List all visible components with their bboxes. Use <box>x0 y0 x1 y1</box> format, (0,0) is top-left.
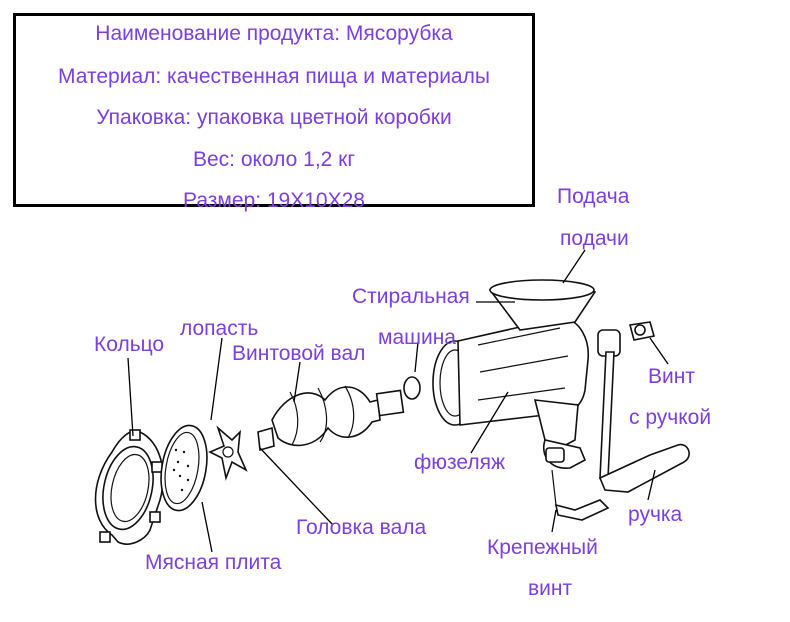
blade-part <box>208 425 248 481</box>
label-fuselage: фюзеляж <box>414 451 506 474</box>
label-washer-line2: машина <box>378 326 456 349</box>
clamp-screw-part <box>545 447 610 521</box>
label-handle: ручка <box>628 503 683 526</box>
meat-plate-part <box>160 424 208 512</box>
product-name-text: Наименование продукта: Мясорубка <box>95 22 453 45</box>
packaging-text: Упаковка: упаковка цветной коробки <box>96 106 452 129</box>
label-clamp-screw-line2: винт <box>528 577 573 600</box>
screw-shaft-part <box>257 385 405 452</box>
label-screw-handle-line1: Винт <box>648 365 695 388</box>
label-blade: лопасть <box>180 317 259 340</box>
fuselage-part <box>432 279 597 469</box>
label-meat-plate: Мясная плита <box>145 551 282 574</box>
ring-part <box>94 429 164 545</box>
label-washer-line1: Стиральная <box>352 285 470 308</box>
crank-part <box>597 321 690 493</box>
label-feed-line2: подачи <box>560 227 629 250</box>
size-text: Размер: 19X10X28 <box>183 189 365 212</box>
label-clamp-screw-line1: Крепежный <box>487 536 598 559</box>
weight-text: Вес: около 1,2 кг <box>192 148 356 171</box>
label-screw-handle-line2: с ручкой <box>629 406 712 429</box>
washer-part <box>403 376 421 400</box>
label-screw-shaft: Винтовой вал <box>232 342 366 365</box>
label-shaft-head: Головка вала <box>296 516 427 539</box>
leader-lines <box>127 249 669 553</box>
product-info-box: Наименование продукта: Мясорубка Материа… <box>13 13 535 212</box>
material-text: Материал: качественная пища и материалы <box>58 65 490 88</box>
label-feed-line1: Подача <box>557 185 630 208</box>
label-ring: Кольцо <box>94 333 165 356</box>
